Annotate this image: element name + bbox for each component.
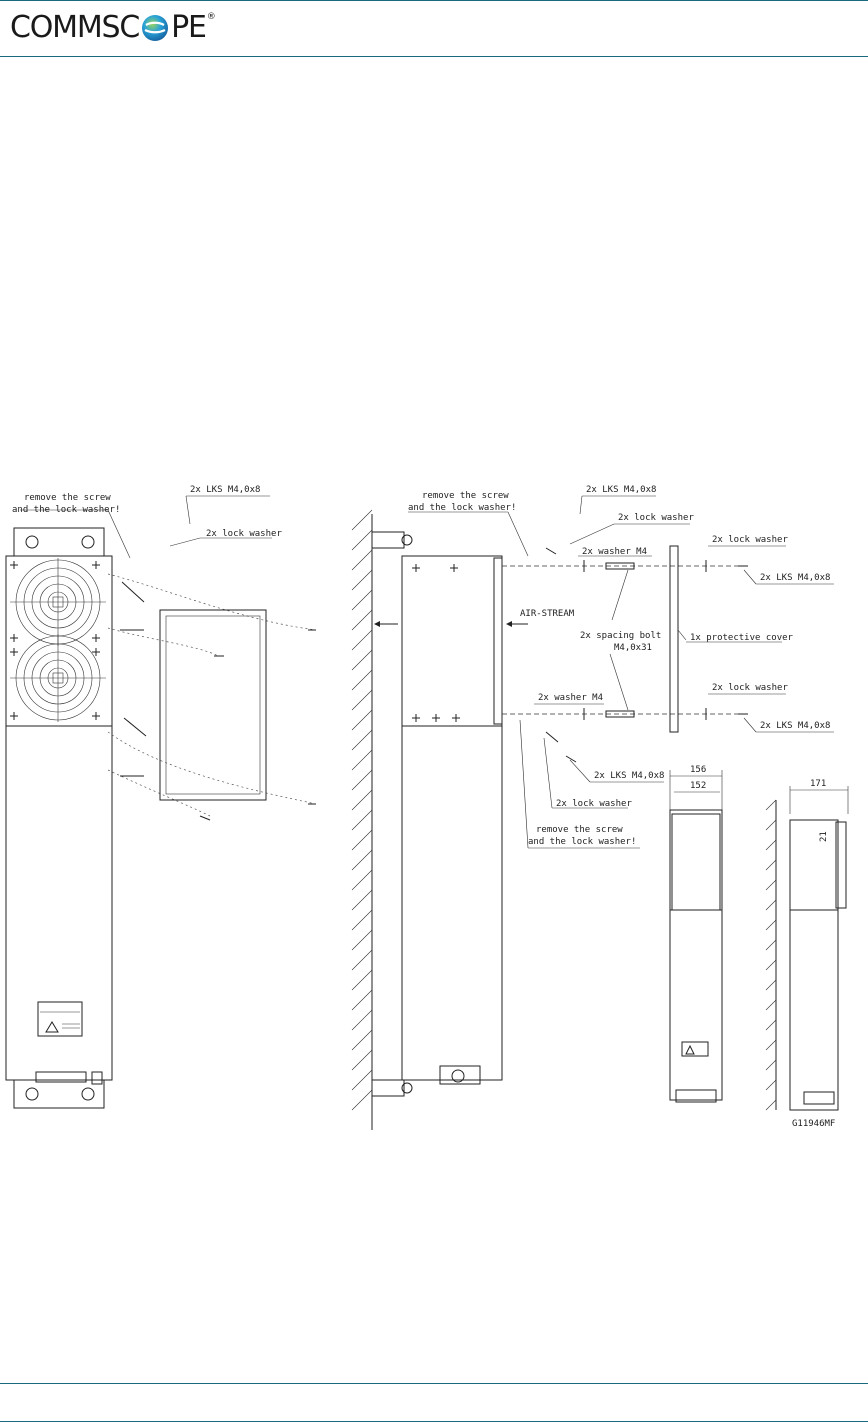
drawing-id: G11946MF — [792, 1119, 835, 1129]
logo-text-left: COMMSC — [10, 10, 140, 45]
callout-lks-cover-bottom: 2x LKS M4,0x8 — [760, 721, 830, 731]
callout-spacing-bolt-l2: M4,0x31 — [614, 643, 652, 653]
dim-width-inner: 152 — [690, 781, 706, 791]
installation-drawing: remove the screw and the lock washer! 2x… — [0, 470, 868, 1140]
callout-remove-top-l2: and the lock washer! — [408, 503, 516, 513]
logo-text-right: PE — [171, 10, 207, 45]
logo-trademark: ® — [206, 12, 216, 22]
page-header: COMMSC PE ® — [0, 0, 868, 57]
callout-remove-bottom-l1: remove the screw — [536, 825, 623, 835]
dim-depth: 171 — [810, 779, 826, 789]
protective-cover-part — [669, 545, 679, 733]
small-side-view: 171 21 — [765, 779, 849, 1111]
commscope-logo: COMMSC PE ® — [10, 8, 216, 48]
logo-globe-icon — [142, 15, 169, 41]
top-border — [0, 0, 868, 1]
callout-protective-cover: 1x protective cover — [690, 633, 794, 643]
callout-lock-washer-left: 2x lock washer — [206, 529, 282, 539]
right-side-view: AIR-STREAM remove the screw and the lock… — [351, 485, 834, 1130]
spacing-bolt-bottom — [605, 710, 635, 718]
callout-remove-bottom-l2: and the lock washer! — [528, 837, 636, 847]
callout-spacing-bolt-l1: 2x spacing bolt — [580, 631, 661, 641]
left-front-view: remove the screw and the lock washer! 2x… — [5, 485, 317, 1109]
callout-lks-top: 2x LKS M4,0x8 — [586, 485, 656, 495]
callout-lock-washer-top: 2x lock washer — [618, 513, 694, 523]
fan-bottom-icon — [10, 634, 106, 722]
airstream-label: AIR-STREAM — [520, 609, 575, 619]
dim-width-outer: 156 — [690, 765, 706, 775]
callout-remove-screw-l1: remove the screw — [24, 493, 111, 503]
callout-remove-screw-l2: and the lock washer! — [12, 505, 120, 515]
dim-small: 21 — [819, 831, 829, 842]
footer-rule-top — [0, 1383, 868, 1384]
header-rule — [0, 56, 868, 57]
callout-lock-washer-bottom: 2x lock washer — [556, 799, 632, 809]
callout-lks-left: 2x LKS M4,0x8 — [190, 485, 260, 495]
callout-lks-bottom: 2x LKS M4,0x8 — [594, 771, 664, 781]
fan-top-icon — [10, 558, 106, 646]
callout-washer-top: 2x washer M4 — [582, 547, 647, 557]
small-front-view: 156 152 — [669, 765, 723, 1103]
callout-lock-washer-cover-bottom: 2x lock washer — [712, 683, 788, 693]
callout-washer-bottom: 2x washer M4 — [538, 693, 603, 703]
spacing-bolt-top — [605, 562, 635, 570]
footer-rule-bottom — [0, 1421, 868, 1422]
callout-lks-cover-top: 2x LKS M4,0x8 — [760, 573, 830, 583]
callout-lock-washer-cover-top: 2x lock washer — [712, 535, 788, 545]
callout-remove-top-l1: remove the screw — [422, 491, 509, 501]
